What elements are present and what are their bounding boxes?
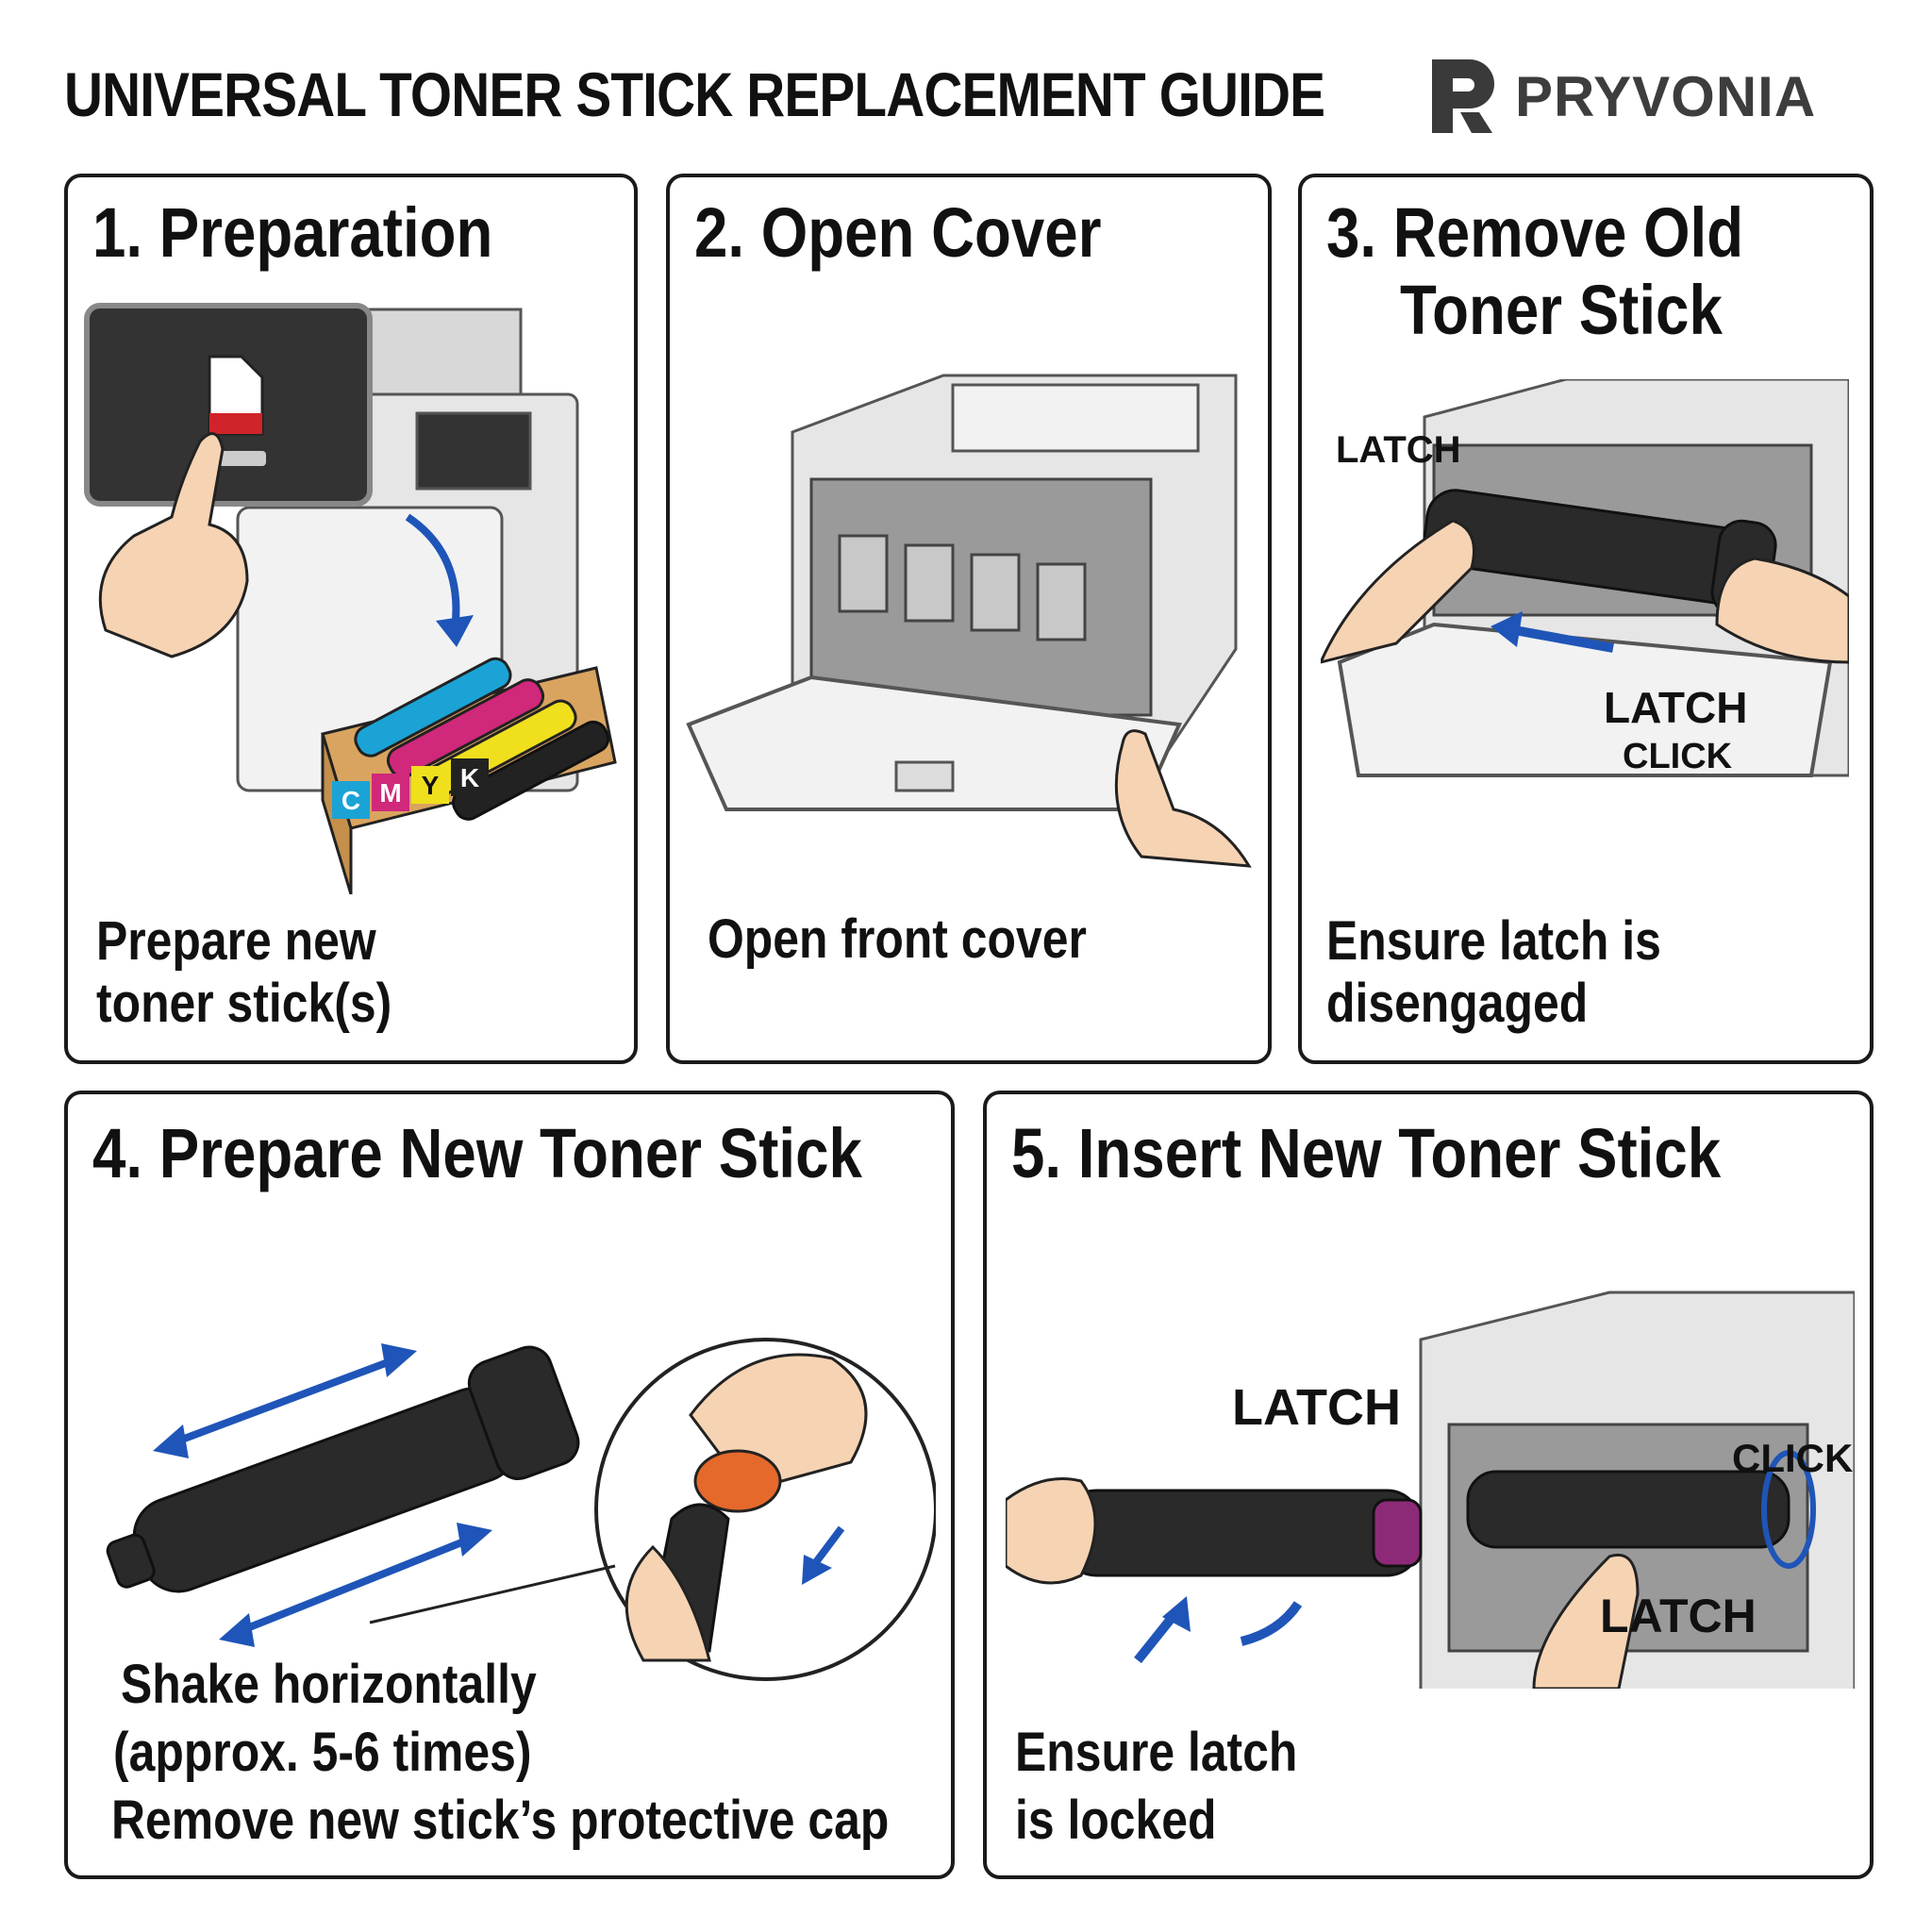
step-4-panel: 4. Prepare New Toner Stick Shake horizon… (64, 1091, 955, 1879)
box-label-k: K (460, 763, 479, 792)
step-4-illustration (106, 1338, 936, 1681)
step-5-caption-line-2: is locked (1015, 1790, 1217, 1851)
step-5-caption-line-1: Ensure latch (1015, 1722, 1298, 1783)
step-3-caption-line-1: Ensure latch is (1326, 910, 1661, 972)
step-4-caption-line-1: Shake horizontally (121, 1654, 537, 1715)
pointing-hand-icon (1114, 729, 1252, 868)
step-1-title: 1. Preparation (92, 193, 493, 272)
step-3-panel: 3. Remove Old Toner Stick LATCH LATCH CL… (1298, 174, 1874, 1064)
step-2-caption: Open front cover (708, 908, 1087, 970)
step-2-panel: 2. Open Cover Open front cover (666, 174, 1272, 1064)
step-1-panel: 1. Preparation C M Y K Prepa (64, 174, 638, 1064)
step-3-caption-line-2: disengaged (1326, 973, 1589, 1034)
step-4-title: 4. Prepare New Toner Stick (92, 1114, 862, 1192)
pointing-hand-icon (98, 432, 249, 658)
step-3-title-line-2: Toner Stick (1400, 271, 1723, 349)
step-5-title: 5. Insert New Toner Stick (1011, 1114, 1722, 1192)
step-3-title-line-1: 3. Remove Old (1326, 193, 1744, 272)
step-5-label-click: CLICK (1732, 1436, 1853, 1480)
step-2-illustration (686, 374, 1252, 868)
box-label-c: C (341, 786, 360, 815)
guide-title: UNIVERSAL TONER STICK REPLACEMENT GUIDE (64, 59, 1325, 129)
step-4-caption-line-3: Remove new stick’s protective cap (111, 1790, 890, 1851)
box-label-m: M (379, 778, 401, 808)
step-5-label-latch-bottom: LATCH (1600, 1590, 1757, 1642)
step-1-illustration: C M Y K (84, 303, 617, 894)
step-3-label-latch-bottom: LATCH (1604, 683, 1747, 732)
step-5-label-latch-top: LATCH (1232, 1379, 1401, 1436)
step-3-label-click: CLICK (1623, 737, 1733, 776)
pryvonia-logo-icon (1432, 59, 1494, 133)
brand-name: PRYVONIA (1515, 64, 1817, 128)
step-5-panel: 5. Insert New Toner Stick LATCH CLICK LA… (983, 1091, 1874, 1879)
step-1-caption-line-1: Prepare new (96, 910, 376, 972)
box-label-y: Y (422, 771, 440, 800)
step-5-illustration: LATCH CLICK LATCH (1006, 1291, 1855, 1689)
step-3-illustration: LATCH LATCH CLICK (1321, 379, 1849, 777)
step-3-label-latch-top: LATCH (1336, 429, 1461, 471)
step-4-caption-line-2: (approx. 5-6 times) (113, 1722, 532, 1783)
step-2-title: 2. Open Cover (694, 193, 1102, 272)
step-1-caption-line-2: toner stick(s) (96, 973, 392, 1034)
brand-logo: PRYVONIA (1426, 49, 1816, 143)
